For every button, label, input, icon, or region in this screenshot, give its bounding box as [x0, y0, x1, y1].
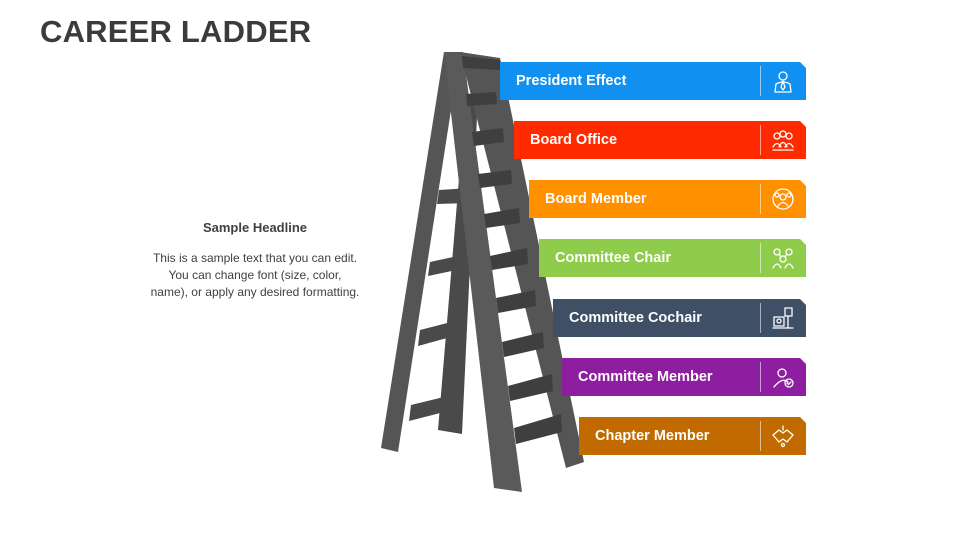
corner-notch	[800, 417, 806, 423]
ladder-step-label: Committee Chair	[555, 250, 672, 266]
ladder-step-5: Committee Cochair	[553, 299, 806, 337]
ladder-back-left-rail	[381, 52, 460, 452]
team-icon	[760, 180, 806, 218]
corner-notch	[800, 62, 806, 68]
executive-icon	[760, 62, 806, 100]
user-check-icon	[760, 358, 806, 396]
group-icon	[760, 121, 806, 159]
ladder-step-label: Committee Cochair	[569, 310, 702, 326]
ladder-step-label: Chapter Member	[595, 428, 710, 444]
corner-notch	[800, 121, 806, 127]
ladder-step-4: Committee Chair	[539, 239, 806, 277]
ladder-step-7: Chapter Member	[579, 417, 806, 455]
ladder-step-3: Board Member	[529, 180, 806, 218]
page-title: CAREER LADDER	[40, 14, 312, 49]
ladder-step-1: President Effect	[500, 62, 806, 100]
ladder-step-label: Committee Member	[578, 369, 713, 385]
sample-body-text: This is a sample text that you can edit.…	[150, 251, 360, 299]
ladder-step-label: Board Member	[545, 191, 647, 207]
office-desk-icon	[760, 299, 806, 337]
corner-notch	[800, 358, 806, 364]
team-network-icon	[760, 239, 806, 277]
ladder-step-2: Board Office	[514, 121, 806, 159]
corner-notch	[800, 299, 806, 305]
corner-notch	[800, 239, 806, 245]
corner-notch	[800, 180, 806, 186]
handshake-icon	[760, 417, 806, 455]
ladder-step-6: Committee Member	[562, 358, 806, 396]
ladder-front-rungs	[462, 56, 562, 444]
ladder-front-left-rail	[444, 52, 522, 492]
ladder-step-label: President Effect	[516, 73, 627, 89]
sample-headline: Sample Headline	[202, 220, 308, 235]
ladder-step-label: Board Office	[530, 132, 618, 148]
